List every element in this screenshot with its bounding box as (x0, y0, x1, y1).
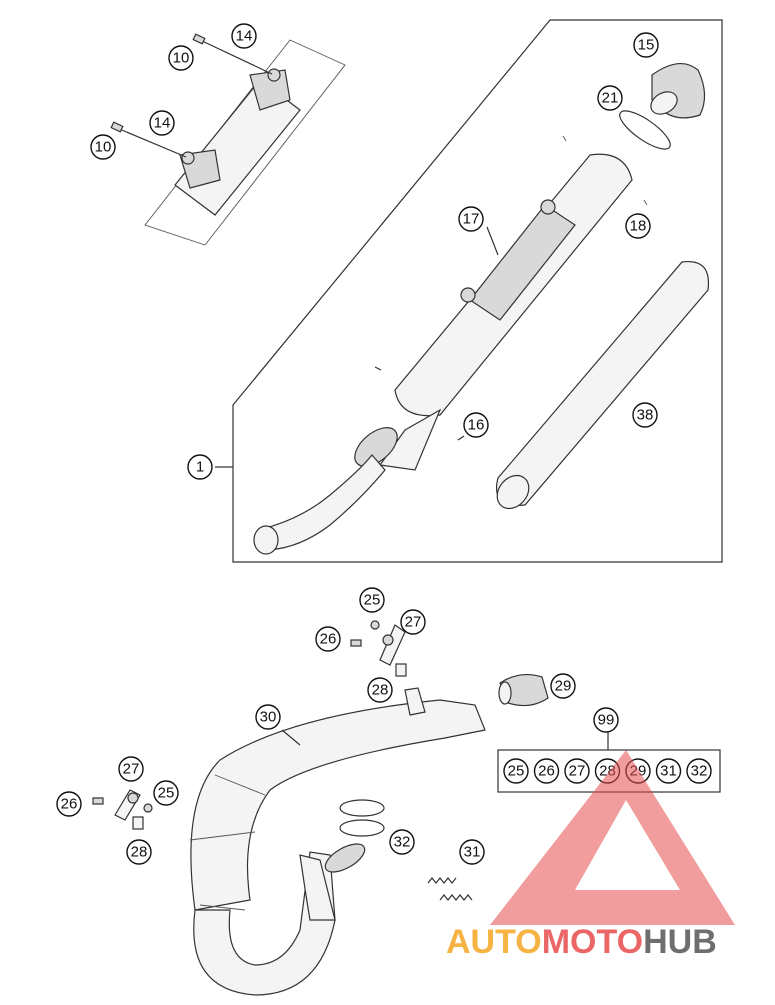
callout-26: 26 (315, 626, 341, 652)
callout-label: 17 (463, 211, 480, 228)
callout-label: 16 (468, 417, 485, 434)
callout-28: 28 (126, 839, 152, 865)
callout-29: 29 (550, 673, 576, 699)
callout-28: 28 (367, 677, 393, 703)
callout-label: 27 (123, 761, 140, 778)
callout-label: 10 (173, 50, 190, 67)
callout-label: 14 (154, 115, 171, 132)
kit-item-31: 31 (655, 758, 682, 784)
callout-31: 31 (459, 839, 485, 865)
svg-text:26: 26 (538, 763, 555, 780)
end-cap (650, 63, 706, 119)
callout-label: 21 (602, 90, 619, 107)
seal-ring-a (339, 799, 385, 817)
svg-text:27: 27 (569, 763, 586, 780)
kit-item-26: 26 (533, 758, 560, 784)
spring-b (439, 894, 473, 901)
watermark-logo: AUTOMOTOHUB (446, 750, 735, 961)
svg-text:25: 25 (508, 763, 525, 780)
callout-label: 99 (598, 712, 615, 729)
callout-label: 28 (131, 844, 148, 861)
svg-text:32: 32 (691, 763, 708, 780)
callout-25: 25 (359, 587, 385, 613)
callout-label: 32 (394, 834, 411, 851)
callout-label: 10 (95, 139, 112, 156)
callout-label: 38 (637, 407, 654, 424)
svg-text:31: 31 (660, 763, 677, 780)
silencer-body (253, 153, 633, 555)
watermark-text: AUTOMOTOHUB (446, 923, 717, 961)
silencer-packing (496, 260, 710, 510)
callout-10: 10 (90, 134, 116, 160)
callout-27: 27 (118, 756, 144, 782)
kit-item-32: 32 (686, 758, 712, 784)
o-ring (619, 110, 671, 150)
callout-label: 1 (196, 459, 204, 476)
callout-label: 26 (61, 796, 78, 813)
callout-30: 30 (255, 704, 281, 730)
callout-99: 99 (593, 707, 619, 733)
rubber-bellows (498, 673, 549, 707)
callout-14: 14 (231, 23, 257, 49)
callout-10: 10 (168, 45, 194, 71)
callout-18: 18 (625, 213, 651, 239)
callout-25: 25 (153, 780, 179, 806)
callout-label: 27 (405, 614, 422, 631)
kit-item-25: 25 (503, 758, 529, 784)
silencer-assembly-frame (232, 19, 723, 563)
callout-1: 1 (187, 454, 213, 480)
callout-label: 31 (464, 844, 481, 861)
callout-label: 29 (555, 678, 572, 695)
callout-32: 32 (389, 829, 415, 855)
callout-15: 15 (633, 32, 659, 58)
watermark-triangle-icon (490, 750, 735, 925)
seal-ring-b (339, 819, 385, 837)
callout-label: 15 (638, 37, 655, 54)
callout-38: 38 (632, 402, 658, 428)
callout-label: 30 (260, 709, 277, 726)
silencer-clamp-detail (110, 33, 346, 246)
callout-label: 26 (320, 631, 337, 648)
callout-label: 25 (364, 592, 381, 609)
callout-label: 28 (372, 682, 389, 699)
callout-label: 25 (158, 785, 175, 802)
header-pipe (189, 687, 486, 996)
spring-a (427, 877, 457, 884)
callout-27: 27 (400, 609, 426, 635)
mount-bracket-lower (92, 789, 153, 830)
callout-14: 14 (149, 110, 175, 136)
callout-16: 16 (463, 412, 489, 438)
kit-item-27: 27 (564, 758, 590, 784)
callout-26: 26 (56, 791, 82, 817)
callout-17: 17 (458, 206, 484, 232)
callout-label: 14 (236, 28, 253, 45)
callout-21: 21 (597, 85, 623, 111)
callout-label: 18 (630, 218, 647, 235)
mount-bracket-upper (350, 620, 407, 677)
